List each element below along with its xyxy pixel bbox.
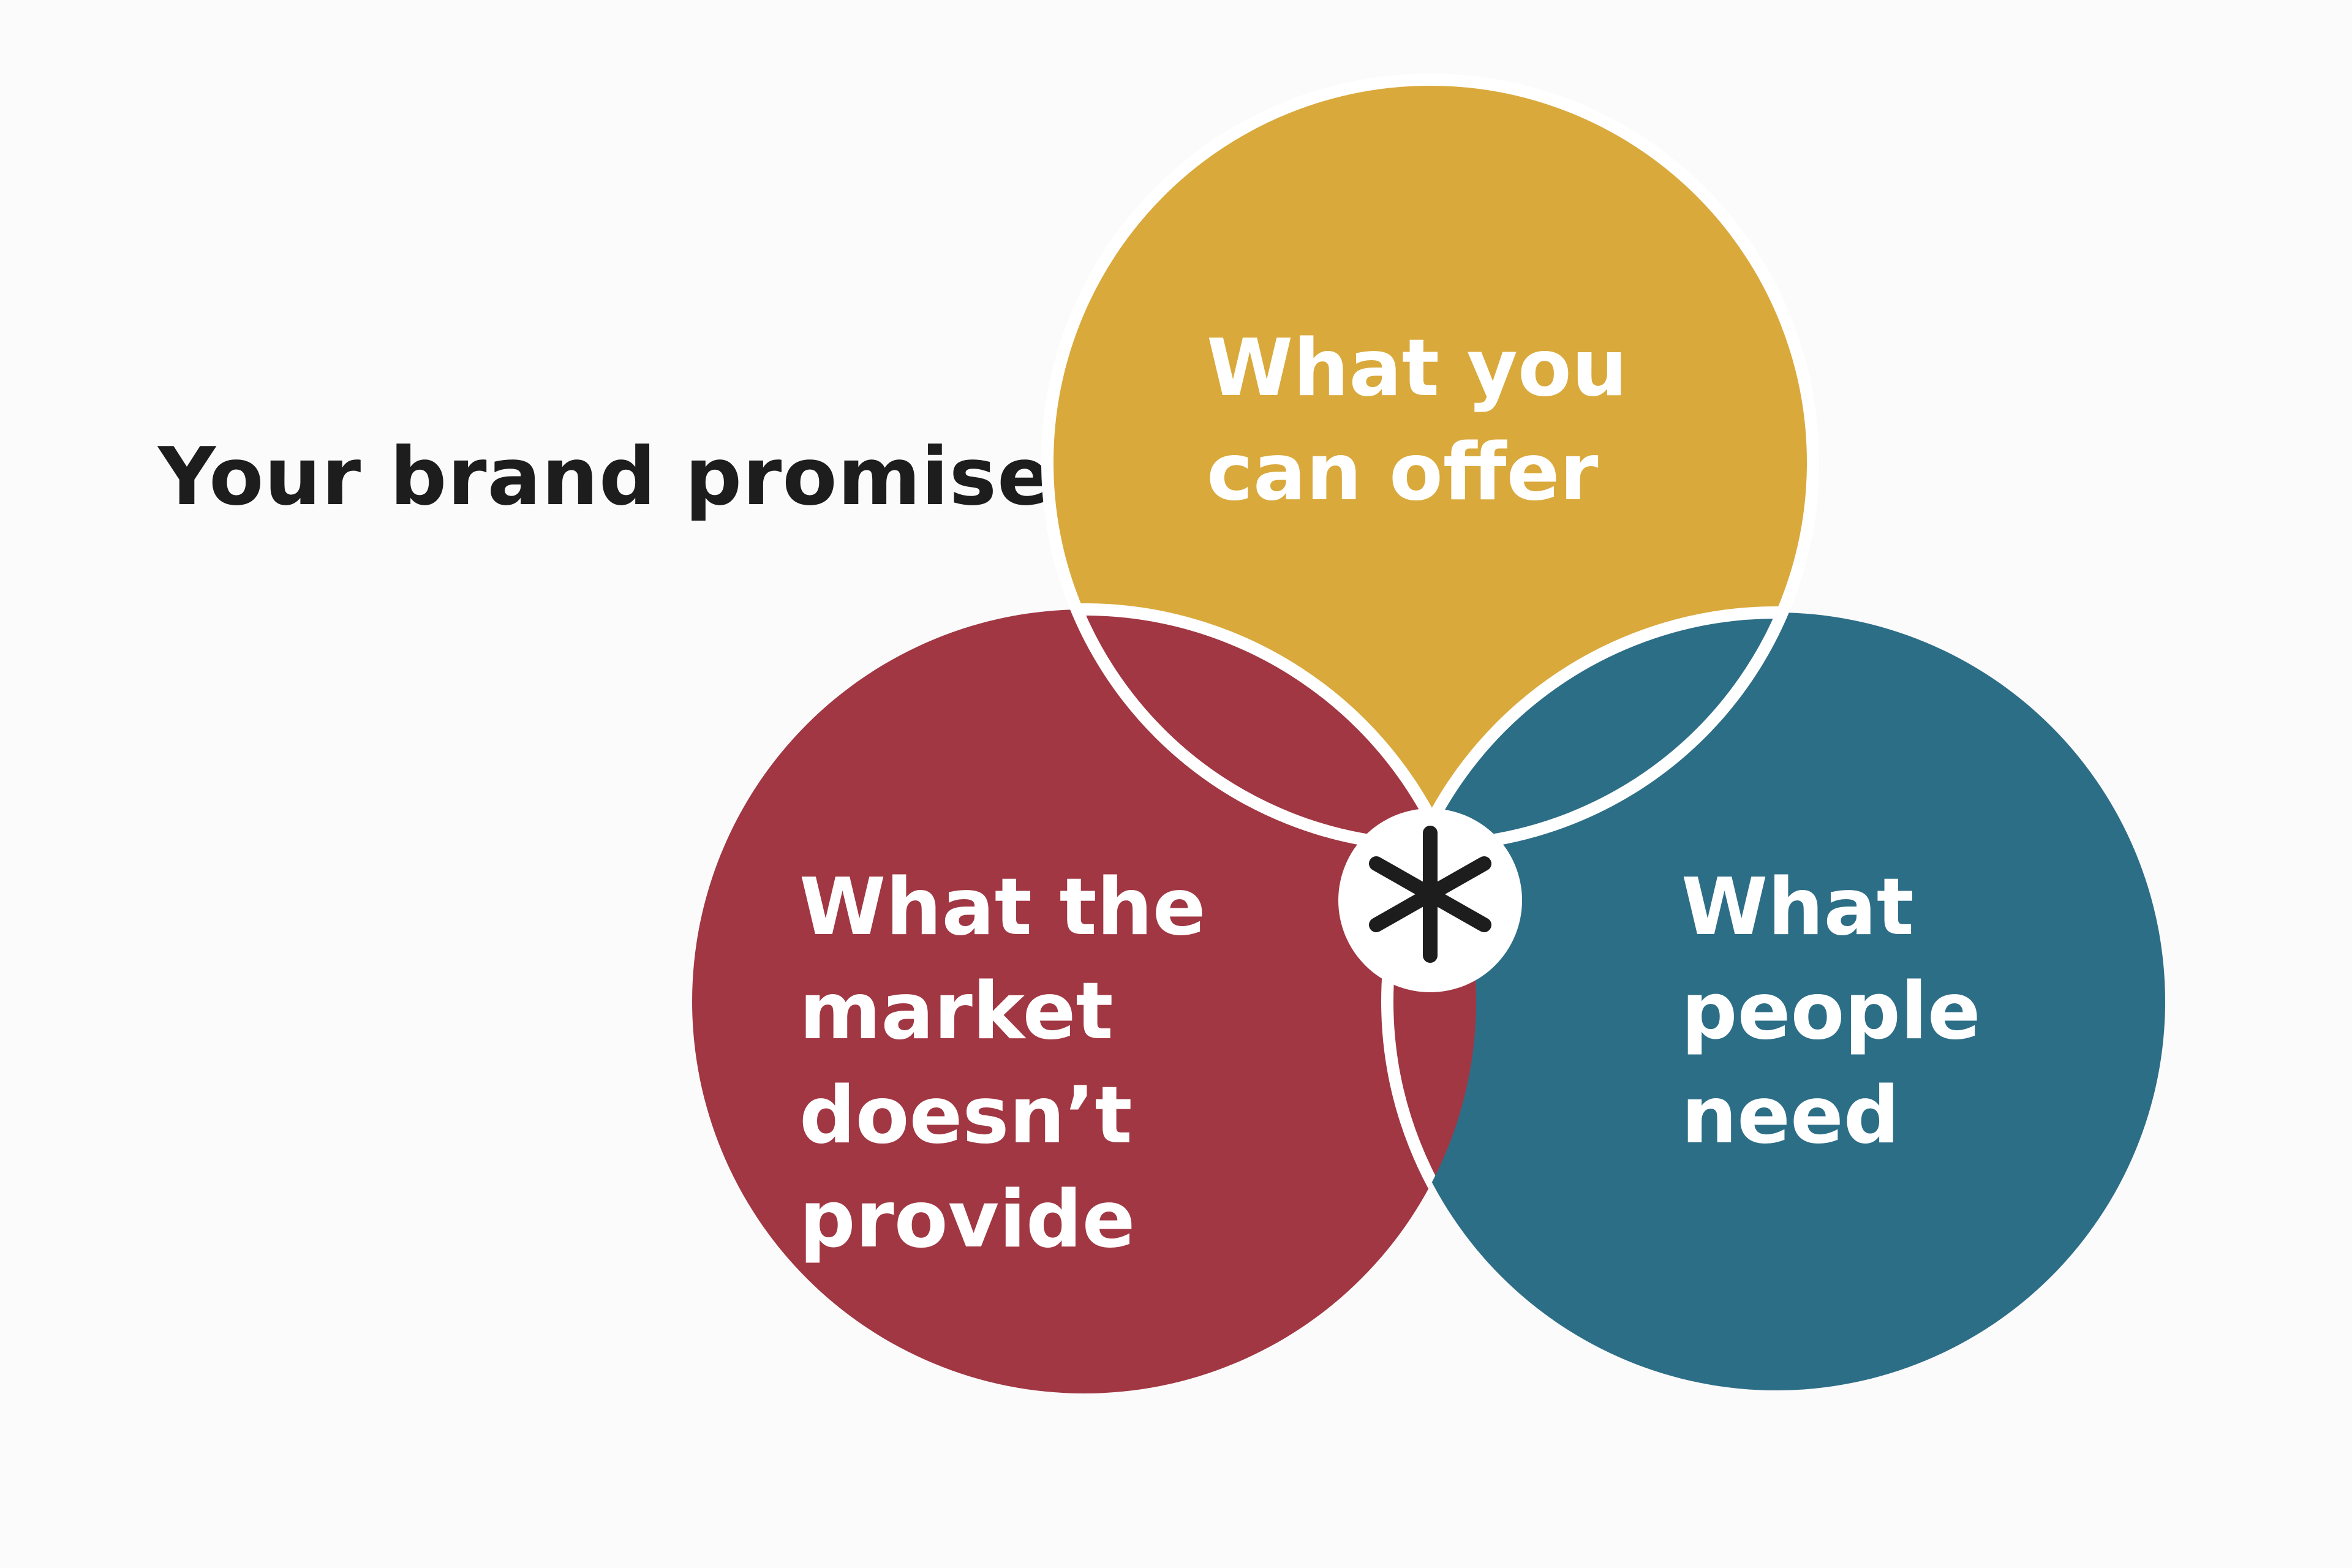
diagram-title: Your brand promise [158, 430, 1052, 523]
label-what-the-market-doesnt-provide: What the market doesn’t provide [799, 862, 1233, 1265]
circle-what-the-market-doesnt-provide [692, 609, 1476, 1393]
asterisk-icon [1369, 826, 1491, 963]
circle-what-people-need [1387, 612, 2165, 1390]
label-what-you-can-offer: What you can offer [1207, 323, 1655, 518]
label-what-people-need: What people need [1681, 862, 2008, 1161]
